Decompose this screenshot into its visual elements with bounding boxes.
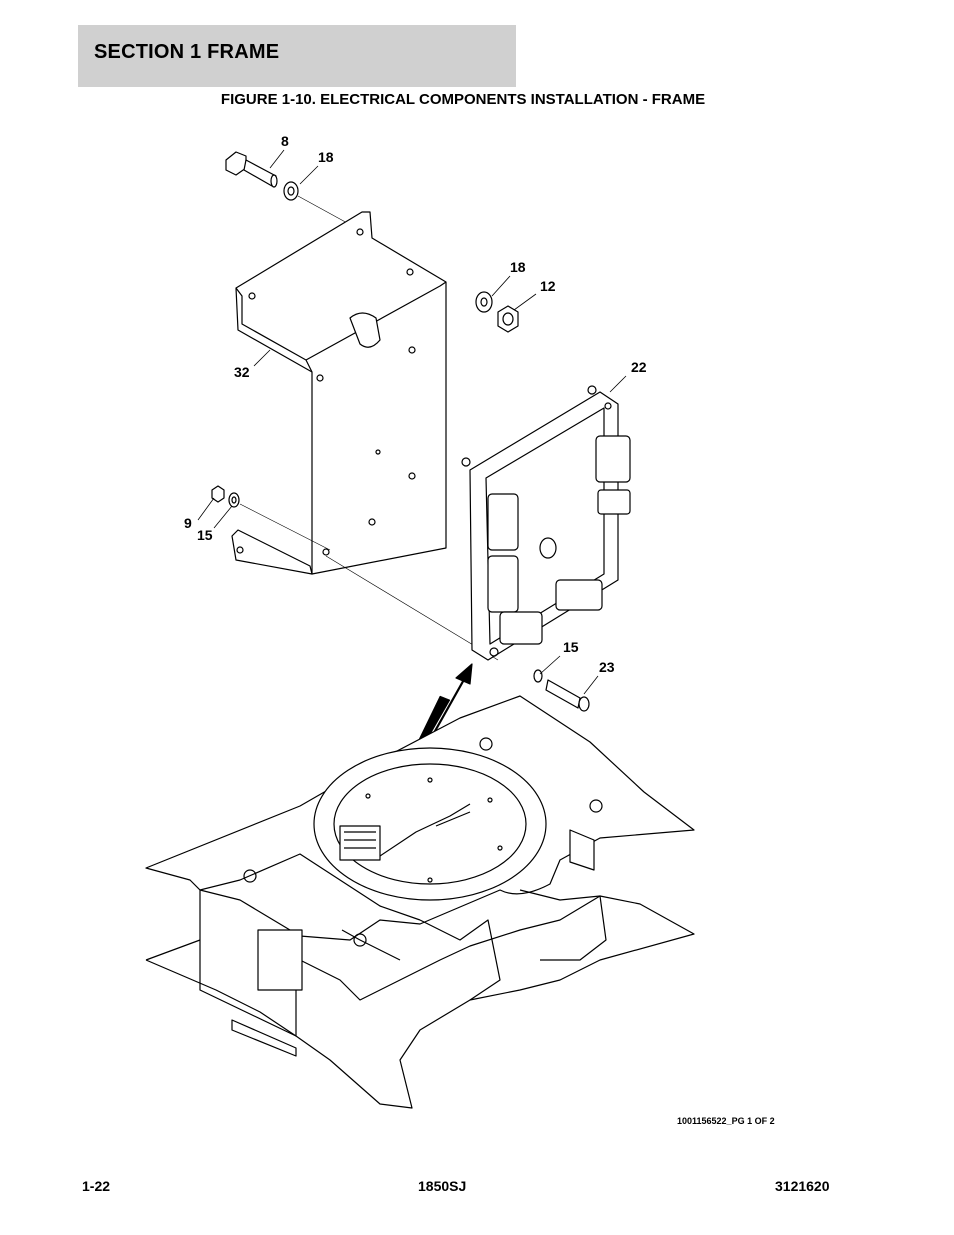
callout-9: 9	[184, 515, 192, 531]
figure-title-text: FIGURE 1-10. ELECTRICAL COMPONENTS INSTA…	[220, 91, 706, 108]
bolt-23-drawing	[545, 679, 590, 712]
nut-12-drawing	[497, 305, 519, 333]
callout-18-top: 18	[318, 149, 334, 165]
figure-title: FIGURE 1-10. ELECTRICAL COMPONENTS INSTA…	[0, 91, 954, 108]
control-module-22-drawing	[461, 385, 631, 661]
callout-15-left: 15	[197, 527, 213, 543]
callout-12: 12	[540, 278, 556, 294]
drawing-code: 1001156522_PG 1 OF 2	[677, 1116, 775, 1126]
washer-18-right-drawing	[475, 291, 493, 313]
section-title: SECTION 1 FRAME	[94, 41, 280, 63]
callout-leaders	[197, 149, 627, 695]
callout-18-right: 18	[510, 259, 526, 275]
washer-18-top-drawing	[283, 181, 299, 201]
callout-8: 8	[281, 133, 289, 149]
footer-model: 1850SJ	[418, 1178, 467, 1194]
nut-9-drawing	[211, 485, 225, 503]
frame-assembly-drawing	[145, 695, 695, 1109]
callout-23: 23	[599, 659, 615, 675]
washer-15-left-drawing	[228, 492, 240, 508]
mounting-bracket-32-drawing	[231, 211, 447, 575]
bolt-8-drawing	[225, 151, 278, 188]
washer-15-right-drawing	[533, 669, 543, 683]
callout-15-right: 15	[563, 639, 579, 655]
footer-manual-number: 3121620	[775, 1178, 830, 1194]
callout-22: 22	[631, 359, 647, 375]
callout-32: 32	[234, 364, 250, 380]
section-header: SECTION 1 FRAME	[78, 25, 516, 87]
footer-page-number: 1-22	[82, 1178, 111, 1194]
